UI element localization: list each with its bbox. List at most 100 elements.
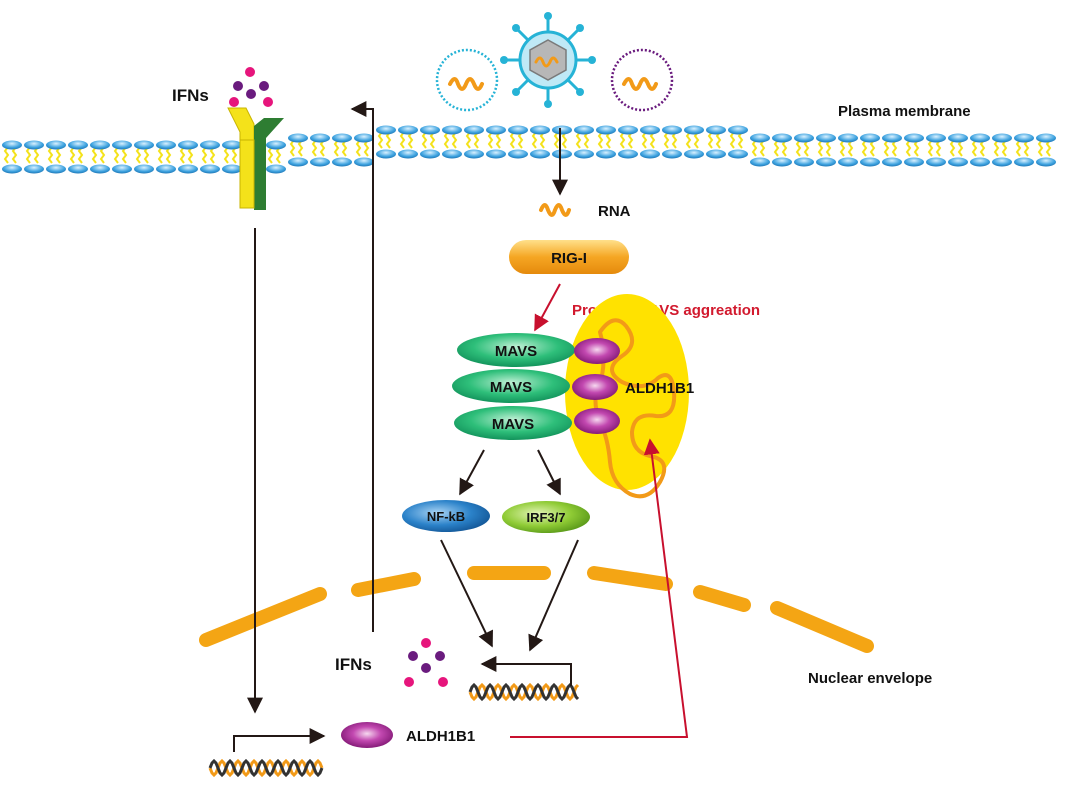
mavs-3 <box>454 406 572 440</box>
mavs-to-nfkb-arrow <box>459 449 485 496</box>
ifn-molecules-bottom <box>404 638 448 687</box>
lipid-tail <box>363 139 370 157</box>
lipid-tail <box>605 131 612 149</box>
lipid-tail <box>473 131 480 149</box>
lipid-head <box>860 157 880 167</box>
lipid-tail <box>99 146 106 164</box>
lipid-head <box>266 140 286 150</box>
virus-right <box>610 48 674 112</box>
lipid-tail <box>487 131 494 149</box>
lipid-tail <box>575 131 582 149</box>
lipid-head <box>750 157 770 167</box>
nuclear-envelope-label: Nuclear envelope <box>808 670 932 687</box>
mavs-2 <box>452 369 570 403</box>
lipid-tail <box>935 139 942 157</box>
ifns-label-bottom: IFNs <box>335 655 372 674</box>
lipid-head <box>464 125 484 135</box>
lipid-head <box>640 149 660 159</box>
lipid-tail <box>355 139 362 157</box>
lipid-head <box>178 140 198 150</box>
virus-left <box>435 48 499 112</box>
lipid-tail <box>729 131 736 149</box>
rna-icon <box>539 203 571 217</box>
lipid-tail <box>311 139 318 157</box>
lipid-head <box>838 157 858 167</box>
lipid-tail <box>55 146 62 164</box>
lipid-head <box>112 140 132 150</box>
dna-strand <box>468 682 580 702</box>
lipid-tail <box>707 131 714 149</box>
lipid-head <box>662 125 682 135</box>
lipid-head <box>618 125 638 135</box>
lipid-head <box>640 125 660 135</box>
nuclear-envelope <box>199 566 874 653</box>
lipid-head <box>310 157 330 167</box>
lipid-head <box>398 125 418 135</box>
lipid-tail <box>847 139 854 157</box>
plasma-membrane <box>2 125 1056 174</box>
lipid-tail <box>531 131 538 149</box>
lipid-tail <box>297 139 304 157</box>
lipid-tail <box>773 139 780 157</box>
lipid-head <box>684 149 704 159</box>
lipid-head <box>222 164 242 174</box>
lipid-head <box>948 133 968 143</box>
lipid-head <box>948 157 968 167</box>
lipid-head <box>1014 157 1034 167</box>
lipid-tail <box>121 146 128 164</box>
lipid-tail <box>399 131 406 149</box>
lipid-tail <box>385 131 392 149</box>
lipid-head <box>156 140 176 150</box>
lipid-tail <box>187 146 194 164</box>
lipid-tail <box>597 131 604 149</box>
lipid-head <box>574 125 594 135</box>
mavs-to-irf-arrow <box>537 449 561 496</box>
lipid-head <box>552 125 572 135</box>
lipid-tail <box>11 146 18 164</box>
lipid-tail <box>619 131 626 149</box>
lipid-head <box>1014 133 1034 143</box>
lipid-tail <box>223 146 230 164</box>
lipid-tail <box>179 146 186 164</box>
lipid-head <box>68 140 88 150</box>
lipid-tail <box>671 131 678 149</box>
lipid-tail <box>407 131 414 149</box>
lipid-head <box>134 140 154 150</box>
lipid-tail <box>443 131 450 149</box>
lipid-tail <box>971 139 978 157</box>
lipid-tail <box>1037 139 1044 157</box>
lipid-tail <box>319 139 326 157</box>
lipid-head <box>266 164 286 174</box>
lipid-head <box>310 133 330 143</box>
lipid-head <box>90 164 110 174</box>
rig-i-pill <box>509 240 629 274</box>
lipid-head <box>860 133 880 143</box>
lipid-head <box>332 157 352 167</box>
lipid-head <box>596 149 616 159</box>
lipid-head <box>464 149 484 159</box>
rig-i-to-mavs-arrow <box>534 283 561 332</box>
lipid-tail <box>451 131 458 149</box>
lipid-head <box>112 164 132 174</box>
lipid-head <box>552 149 572 159</box>
lipid-tail <box>1015 139 1022 157</box>
lipid-tail <box>927 139 934 157</box>
lipid-tail <box>47 146 54 164</box>
irf-node <box>502 501 590 533</box>
lipid-tail <box>341 139 348 157</box>
lipid-tail <box>1023 139 1030 157</box>
lipid-head <box>2 164 22 174</box>
lipid-head <box>354 133 374 143</box>
lipid-tail <box>949 139 956 157</box>
lipid-head <box>420 125 440 135</box>
lipid-tail <box>979 139 986 157</box>
dna-strand <box>468 682 580 702</box>
lipid-tail <box>429 131 436 149</box>
lipid-head <box>376 125 396 135</box>
lipid-head <box>882 133 902 143</box>
lipid-head <box>46 164 66 174</box>
lipid-head <box>68 164 88 174</box>
lipid-tail <box>913 139 920 157</box>
